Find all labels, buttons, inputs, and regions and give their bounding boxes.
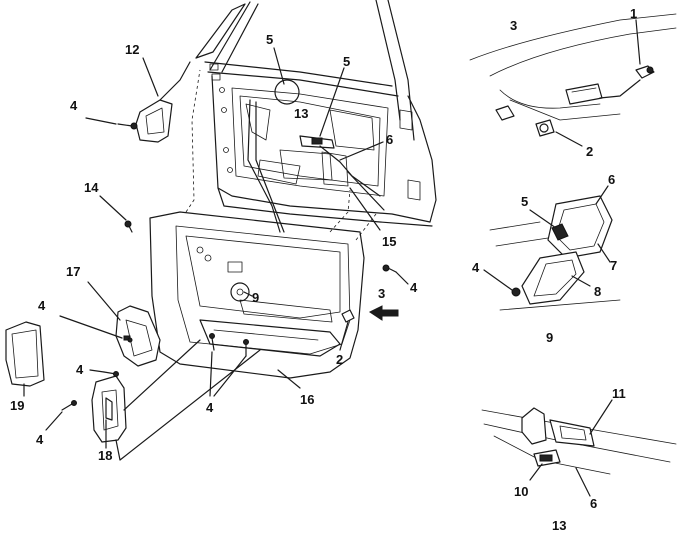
- callout-1: 1: [630, 6, 637, 21]
- callout-4: 4: [206, 400, 214, 415]
- part-12-corner-cover: [135, 61, 191, 143]
- callout-10: 10: [514, 484, 528, 499]
- part-19-trim-piece: [5, 321, 45, 387]
- inset-9-detail: [483, 185, 621, 311]
- view-arrow-3: [369, 305, 399, 321]
- callout-6: 6: [386, 132, 393, 147]
- callout-4: 4: [70, 98, 78, 113]
- assembly-guide-lines: [185, 69, 377, 241]
- callout-8: 8: [594, 284, 601, 299]
- callout-4: 4: [410, 280, 418, 295]
- callout-14: 14: [84, 180, 99, 195]
- inset-3-detail: [469, 13, 677, 147]
- callout-4: 4: [472, 260, 480, 275]
- inset-13-detail: [481, 399, 677, 497]
- callout-2: 2: [586, 144, 593, 159]
- callout-12: 12: [125, 42, 139, 57]
- callout-3: 3: [510, 18, 517, 33]
- callout-5: 5: [343, 54, 350, 69]
- door-shell: [195, 0, 437, 227]
- leader-lines: [23, 47, 409, 449]
- callout-5: 5: [521, 194, 528, 209]
- callout-19: 19: [10, 398, 24, 413]
- callout-17: 17: [66, 264, 80, 279]
- inset-13-title: 13: [552, 518, 566, 533]
- callout-18: 18: [98, 448, 112, 463]
- callout-9: 9: [252, 290, 259, 305]
- callout-5: 5: [266, 32, 273, 47]
- callout-11: 11: [612, 386, 626, 401]
- callout-15: 15: [382, 234, 396, 249]
- callout-labels: 12 4 5 5 13 6 15 14 17 9 4 3 2 4 4 19 4 …: [10, 6, 637, 533]
- screws: [61, 122, 397, 411]
- callout-4: 4: [38, 298, 46, 313]
- inset-9-title: 9: [546, 330, 553, 345]
- callout-4: 4: [36, 432, 44, 447]
- callout-4: 4: [76, 362, 84, 377]
- callout-7: 7: [610, 258, 617, 273]
- part-18-handle-bezel: [91, 339, 261, 461]
- callout-6: 6: [608, 172, 615, 187]
- callout-6: 6: [590, 496, 597, 511]
- callout-13: 13: [294, 106, 308, 121]
- callout-2: 2: [336, 352, 343, 367]
- callout-16: 16: [300, 392, 314, 407]
- callout-3: 3: [378, 286, 385, 301]
- part-17-speaker-cover: [115, 305, 161, 367]
